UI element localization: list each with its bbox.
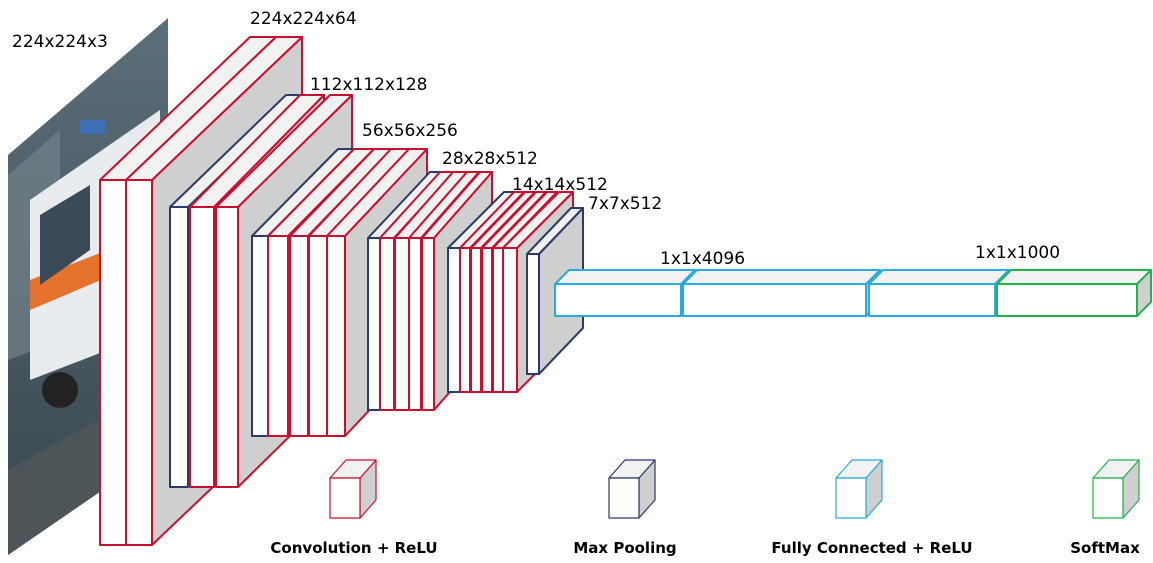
pool5-size-label: 7x7x512 xyxy=(588,194,662,214)
fully-connected-icon-front xyxy=(835,477,867,519)
conv2-size-label: 112x112x128 xyxy=(310,75,427,95)
softmax-block-top xyxy=(996,269,1152,285)
fc-block-b-top xyxy=(682,269,881,285)
conv3-size-label: 56x56x256 xyxy=(362,121,458,141)
pool4-block-front xyxy=(447,247,461,393)
conv5-block-a-front xyxy=(459,247,471,393)
conv5-block-c-front xyxy=(481,247,493,393)
fc-block-a xyxy=(554,269,696,317)
conv3-block-a-front xyxy=(267,235,289,437)
conv3-block-d-front xyxy=(326,235,346,437)
legend xyxy=(329,459,1140,519)
conv5-size-label: 14x14x512 xyxy=(512,175,608,195)
conv5-block-d-front xyxy=(492,247,504,393)
softmax-block-front xyxy=(996,283,1138,317)
convolution-icon xyxy=(329,459,377,519)
convolution-icon-front xyxy=(329,477,361,519)
conv1-block-a-front xyxy=(99,179,127,546)
legend-convolution-label: Convolution + ReLU xyxy=(270,539,437,557)
fully-connected-icon xyxy=(835,459,883,519)
legend-softmax-label: SoftMax xyxy=(1070,539,1140,557)
softmax-icon xyxy=(1092,459,1140,519)
softmax-size-label: 1x1x1000 xyxy=(975,243,1060,263)
pool3-block-front xyxy=(367,237,381,411)
layer-blocks xyxy=(99,36,1152,546)
pool1-block-front xyxy=(169,206,189,488)
pool5-block-front xyxy=(526,253,540,375)
input-size-label: 224x224x3 xyxy=(12,32,108,52)
fc-block-c xyxy=(868,269,1010,317)
fc-block-c-top xyxy=(868,269,1010,285)
conv2-block-b-front xyxy=(215,206,239,488)
conv4-size-label: 28x28x512 xyxy=(442,149,538,169)
max-pooling-icon xyxy=(608,459,656,519)
pool2-block-front xyxy=(251,235,269,437)
conv1-size-label: 224x224x64 xyxy=(250,9,357,29)
conv3-block-c-front xyxy=(308,235,328,437)
fc-block-c-front xyxy=(868,283,996,317)
softmax-icon-front xyxy=(1092,477,1124,519)
conv4-block-a-front xyxy=(379,237,395,411)
conv2-block-a-front xyxy=(189,206,215,488)
fc-block-b xyxy=(682,269,881,317)
fc-size-label: 1x1x4096 xyxy=(660,249,745,269)
softmax-block xyxy=(996,269,1152,317)
fc-block-a-front xyxy=(554,283,682,317)
legend-max-pooling-label: Max Pooling xyxy=(573,539,676,557)
conv5-block-e-front xyxy=(502,247,518,393)
conv1-block-b-front xyxy=(125,179,153,546)
legend-fully-connected-label: Fully Connected + ReLU xyxy=(771,539,972,557)
max-pooling-icon-front xyxy=(608,477,640,519)
conv5-block-b-front xyxy=(470,247,482,393)
fc-block-a-top xyxy=(554,269,696,285)
conv4-block-d-front xyxy=(421,237,435,411)
conv4-block-b-front xyxy=(394,237,410,411)
conv3-block-b-front xyxy=(289,235,309,437)
conv4-block-c-front xyxy=(408,237,422,411)
fc-block-b-front xyxy=(682,283,867,317)
